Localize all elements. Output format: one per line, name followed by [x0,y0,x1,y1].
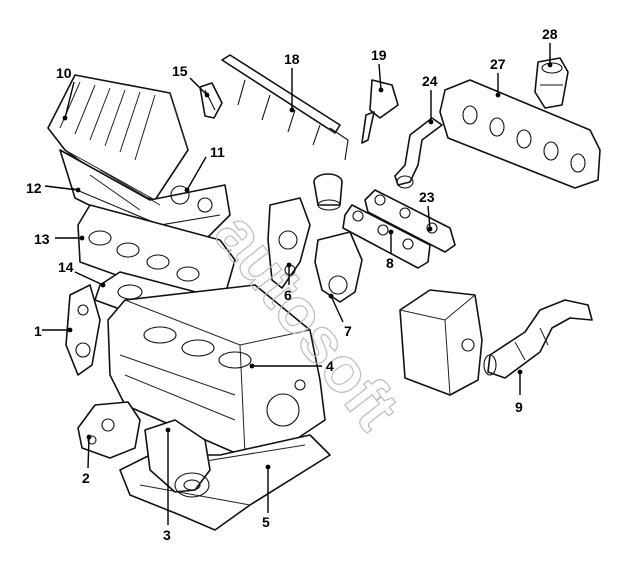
oil-filter [313,173,343,211]
callout-5: 5 [262,514,270,530]
callout-14: 14 [58,259,74,275]
timing-cover [65,284,101,376]
callout-13: 13 [34,231,50,247]
cylinder-head-lower [77,204,236,306]
callout-19: 19 [371,47,387,63]
coolant-pipe [394,117,443,189]
callout-11: 11 [210,144,225,160]
callout-23: 23 [419,189,435,205]
engine-cover [47,74,189,201]
spark-plug [199,82,223,119]
callout-24: 24 [422,73,438,89]
air-filter-box [399,289,483,396]
engine-mount [77,401,141,459]
callout-12: 12 [26,180,42,196]
callout-9: 9 [515,399,523,415]
leader-dots [62,62,553,470]
ignition-coil [361,79,399,144]
thermostat-housing [314,231,363,303]
intake-manifold [439,79,601,189]
callout-labels: 10 15 18 19 24 27 28 11 12 13 14 1 4 2 3… [26,26,558,543]
callout-1: 1 [34,323,42,339]
egr-valve [534,57,569,109]
callout-7: 7 [344,323,352,339]
callout-10: 10 [56,65,72,81]
oil-pump [144,419,211,498]
exhaust-manifold-gasket [342,204,431,269]
callout-4: 4 [326,358,334,374]
leader-lines [42,43,551,525]
callout-6: 6 [284,287,292,303]
water-pump [267,197,311,289]
callout-8: 8 [386,255,394,271]
air-intake-hose [483,299,593,379]
callout-18: 18 [284,51,300,67]
callout-3: 3 [163,527,171,543]
callout-27: 27 [490,56,506,72]
callout-28: 28 [542,26,558,42]
callout-2: 2 [82,470,90,486]
engine-block [107,284,326,456]
exhaust-manifold [364,189,456,253]
callout-15: 15 [172,63,188,79]
fuel-rail [221,54,349,161]
